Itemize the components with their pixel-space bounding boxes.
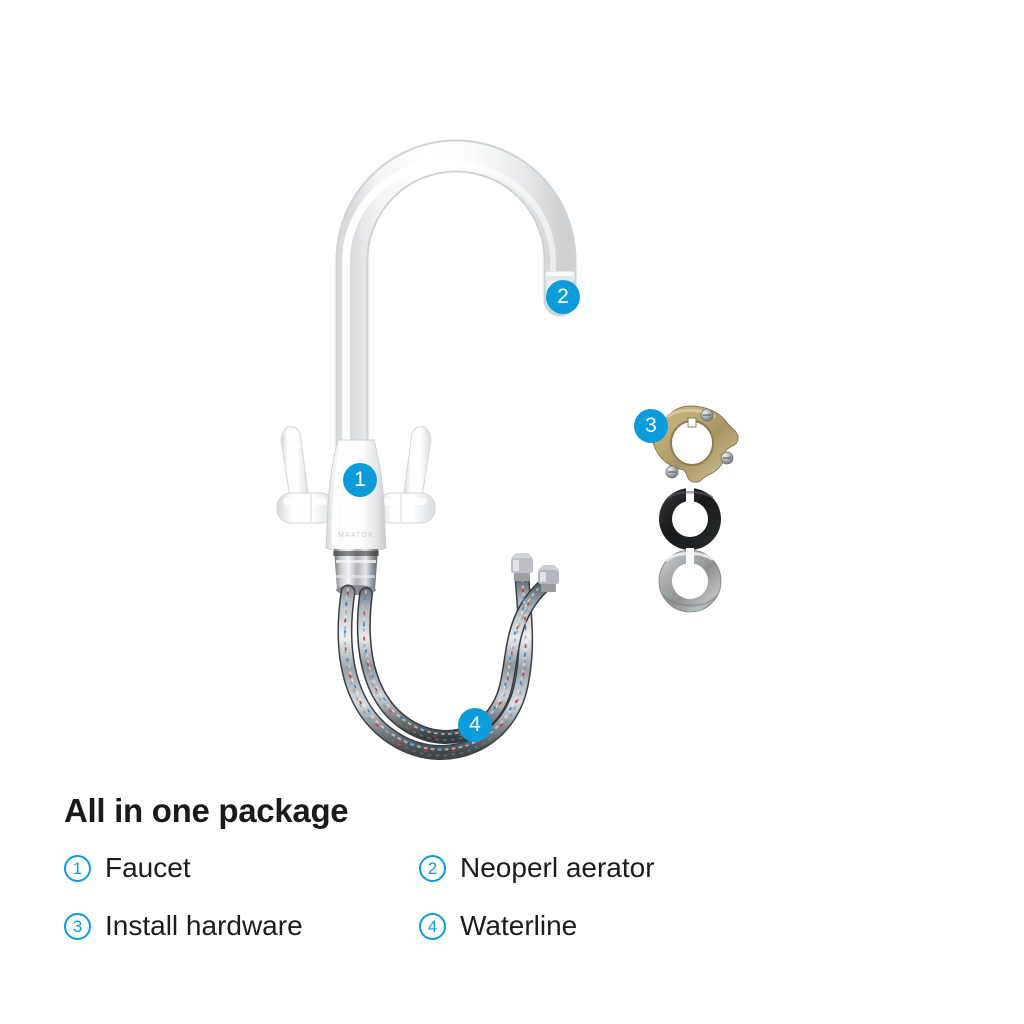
legend-label-2: Neoperl aerator bbox=[460, 852, 655, 883]
callout-badge-4[interactable]: 4 bbox=[458, 708, 492, 742]
callout-badge-1[interactable]: 1 bbox=[343, 463, 377, 497]
brass-bracket bbox=[646, 404, 739, 483]
legend-marker-2: 2 bbox=[419, 854, 446, 882]
legend-item-install-hardware: 3 Install hardware bbox=[64, 910, 419, 942]
product-image: MAATOK bbox=[276, 139, 739, 760]
legend-label-4: Waterline bbox=[460, 910, 578, 941]
bracket-screws bbox=[665, 408, 734, 479]
left-handle bbox=[276, 426, 336, 524]
legend-marker-4: 4 bbox=[419, 912, 446, 940]
callout-badge-3[interactable]: 3 bbox=[634, 409, 668, 443]
legend-item-faucet: 1 Faucet bbox=[64, 852, 419, 884]
faucet-illustration: MAATOK bbox=[276, 139, 577, 595]
legend-item-aerator: 2 Neoperl aerator bbox=[419, 852, 774, 884]
legend-label-1: Faucet bbox=[105, 852, 191, 883]
legend-marker-3: 3 bbox=[64, 912, 91, 940]
legend-marker-1: 1 bbox=[64, 854, 91, 882]
waterline-illustration bbox=[337, 553, 559, 760]
right-handle bbox=[376, 426, 436, 524]
legend-label-3: Install hardware bbox=[105, 910, 303, 941]
steel-washer bbox=[654, 548, 726, 613]
legend-item-waterline: 4 Waterline bbox=[419, 910, 774, 942]
rubber-gasket bbox=[654, 486, 726, 551]
legend-title: All in one package bbox=[64, 792, 349, 829]
package-contents-legend: All in one package 1 Faucet 2 Neoperl ae… bbox=[64, 792, 764, 942]
legend-grid: 1 Faucet 2 Neoperl aerator 3 Install har… bbox=[64, 852, 764, 942]
callout-badge-2[interactable]: 2 bbox=[546, 280, 580, 314]
faucet-brand-mark: MAATOK bbox=[338, 532, 374, 539]
install-hardware-illustration bbox=[646, 404, 739, 613]
